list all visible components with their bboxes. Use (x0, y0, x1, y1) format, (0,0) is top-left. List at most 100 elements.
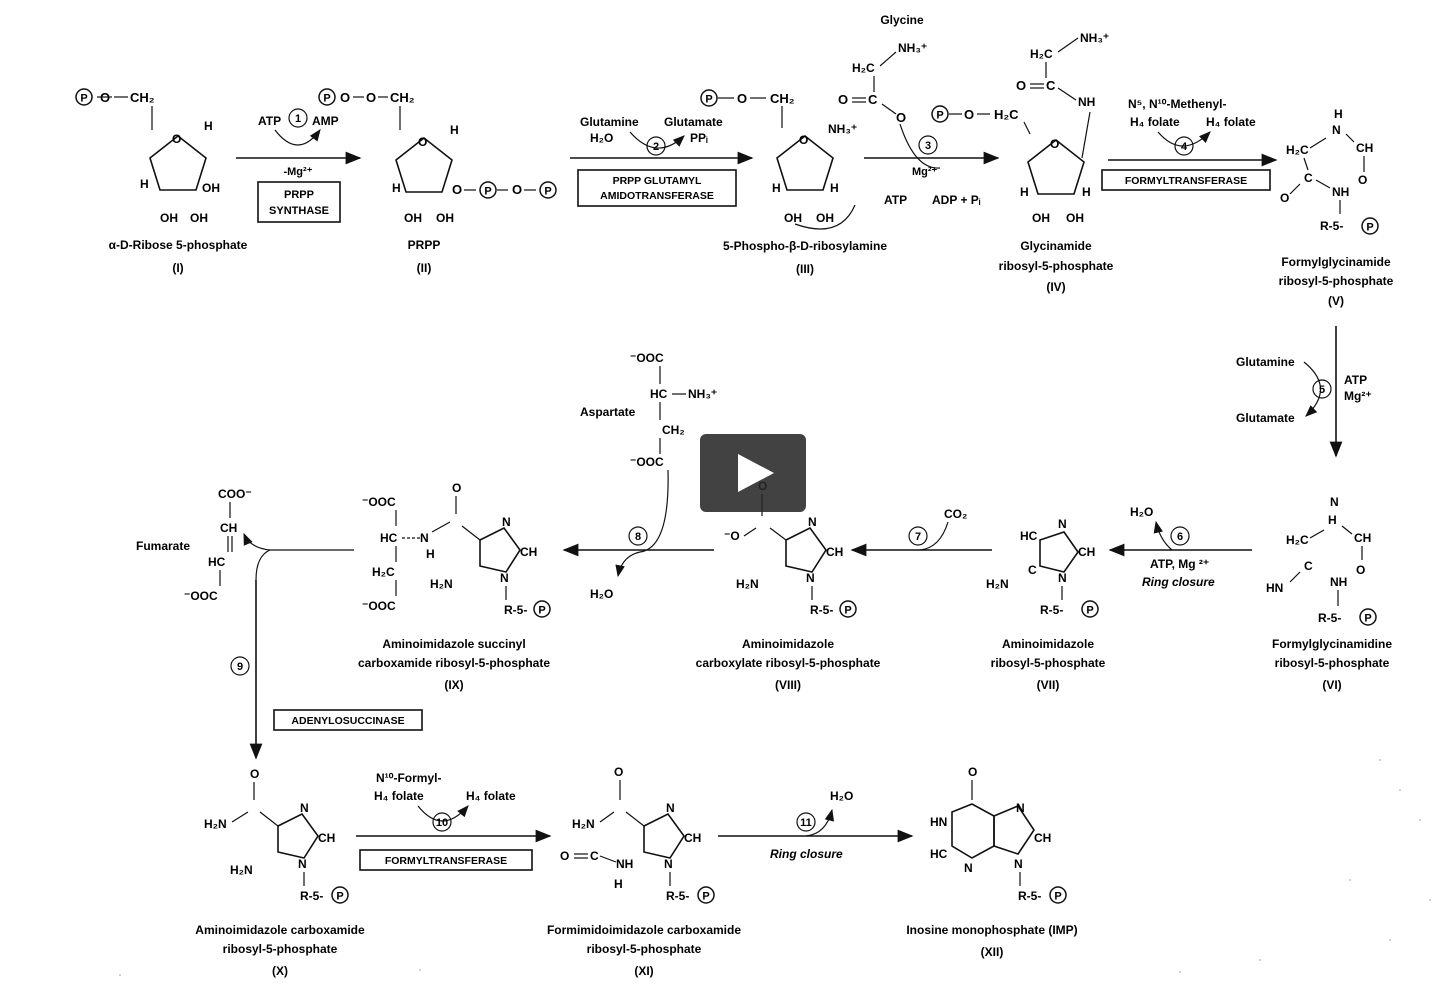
step-4: N⁵, N¹⁰-Methenyl- H₄ folate H₄ folate 4 … (1101, 97, 1278, 191)
svg-text:8: 8 (635, 531, 641, 543)
svg-text:Glutamine: Glutamine (580, 115, 639, 129)
svg-text:R-5-: R-5- (810, 603, 833, 617)
svg-text:carboxylate ribosyl-5-phosphat: carboxylate ribosyl-5-phosphate (696, 656, 881, 670)
svg-text:C: C (1304, 171, 1313, 185)
svg-text:NH: NH (1332, 185, 1349, 199)
compound-numeral: (II) (417, 261, 432, 275)
svg-text:H: H (1328, 513, 1337, 527)
svg-text:9: 9 (237, 661, 243, 673)
svg-text:CH: CH (826, 545, 843, 559)
svg-text:PRPP: PRPP (284, 189, 314, 201)
svg-text:R-5-: R-5- (1320, 219, 1343, 233)
svg-text:CH₂: CH₂ (770, 91, 795, 106)
svg-text:O: O (512, 182, 522, 197)
svg-text:CH: CH (520, 545, 537, 559)
svg-text:N: N (420, 531, 429, 545)
svg-text:O: O (452, 182, 462, 197)
svg-text:N: N (806, 571, 815, 585)
svg-text:ADENYLOSUCCINASE: ADENYLOSUCCINASE (291, 715, 404, 727)
svg-text:N: N (1014, 857, 1023, 871)
svg-text:1: 1 (295, 113, 301, 125)
svg-text:OH: OH (784, 211, 802, 225)
step-3: Glycine NH₃⁺ H₂C O C O 3 Mg²⁺ ATP ADP + … (838, 13, 1000, 207)
svg-text:OH: OH (1032, 211, 1050, 225)
svg-text:HC: HC (650, 387, 668, 401)
svg-text:C: C (590, 849, 599, 863)
svg-text:CO₂: CO₂ (944, 507, 967, 521)
svg-text:H: H (392, 181, 401, 195)
svg-text:OH: OH (816, 211, 834, 225)
svg-text:H₄ folate: H₄ folate (1206, 115, 1256, 129)
svg-text:H₂O: H₂O (590, 131, 613, 145)
svg-text:N: N (1332, 123, 1341, 137)
svg-text:NH: NH (1330, 575, 1347, 589)
svg-text:CH: CH (684, 831, 701, 845)
svg-text:NH: NH (1078, 95, 1095, 109)
svg-text:H₂N: H₂N (230, 863, 253, 877)
svg-text:ATP: ATP (258, 114, 281, 128)
compound-name: Aminoimidazole (742, 637, 834, 651)
svg-text:H: H (772, 181, 781, 195)
svg-text:CH₂: CH₂ (662, 423, 685, 437)
svg-text:2: 2 (653, 141, 659, 153)
svg-text:Ring closure: Ring closure (770, 847, 843, 861)
svg-text:H: H (140, 177, 149, 191)
svg-text:ribosyl-5-phosphate: ribosyl-5-phosphate (1275, 656, 1390, 670)
svg-text:O: O (560, 849, 569, 863)
svg-text:O: O (1016, 78, 1026, 93)
svg-text:AMIDOTRANSFERASE: AMIDOTRANSFERASE (600, 190, 714, 202)
svg-text:Ring closure: Ring closure (1142, 575, 1215, 589)
svg-text:H: H (204, 119, 213, 133)
compound-numeral: (XII) (981, 945, 1004, 959)
svg-text:NH₃⁺: NH₃⁺ (828, 122, 857, 136)
svg-text:H₄ folate: H₄ folate (374, 789, 424, 803)
svg-text:OH: OH (160, 211, 178, 225)
scan-noise (119, 759, 1431, 976)
svg-text:O: O (340, 90, 350, 105)
compound-name: α-D-Ribose 5-phosphate (109, 238, 248, 252)
svg-text:PRPP GLUTAMYL: PRPP GLUTAMYL (613, 175, 702, 187)
svg-text:C: C (1046, 78, 1056, 93)
svg-text:N: N (1016, 801, 1025, 815)
svg-text:ATP: ATP (884, 193, 907, 207)
step-5: Glutamine Glutamate 5 ATP Mg²⁺ (1236, 326, 1372, 458)
svg-text:CH: CH (1354, 531, 1371, 545)
svg-text:CH₂: CH₂ (130, 90, 155, 105)
svg-text:O: O (1050, 137, 1059, 151)
play-button[interactable] (700, 434, 806, 512)
compound-name: Formylglycinamidine (1272, 637, 1392, 651)
step-10: N¹⁰-Formyl- H₄ folate H₄ folate 10 FORMY… (356, 771, 552, 871)
svg-text:HC: HC (380, 531, 398, 545)
svg-text:ATP, Mg ²⁺: ATP, Mg ²⁺ (1150, 557, 1209, 571)
svg-text:CH: CH (318, 831, 335, 845)
svg-text:N⁵, N¹⁰-Methenyl-: N⁵, N¹⁰-Methenyl- (1128, 97, 1226, 111)
svg-text:H: H (614, 877, 623, 891)
svg-text:N: N (666, 801, 675, 815)
svg-text:N: N (500, 571, 509, 585)
svg-text:N: N (664, 857, 673, 871)
svg-text:O: O (1358, 173, 1367, 187)
svg-text:H₂O: H₂O (830, 789, 853, 803)
svg-text:ribosyl-5-phosphate: ribosyl-5-phosphate (1279, 274, 1394, 288)
svg-text:ATP: ATP (1344, 373, 1367, 387)
step-8: ⁻OOC HC NH₃⁺ CH₂ ⁻OOC Aspartate 8 H₂O (562, 351, 717, 601)
compound-saicar: ⁻OOC HC N H O N CH N H₂N H₂C ⁻OOC R-5- A… (358, 481, 551, 692)
svg-text:O: O (366, 90, 376, 105)
svg-text:O: O (172, 132, 181, 146)
step-6: H₂O 6 ATP, Mg ²⁺ Ring closure (1108, 505, 1252, 589)
svg-text:N: N (1058, 517, 1067, 531)
step-1: ATP AMP 1 -Mg²⁺ PRPP SYNTHASE (236, 108, 362, 223)
svg-text:H₂C: H₂C (1030, 47, 1053, 61)
svg-text:H: H (1082, 185, 1091, 199)
svg-text:NH₃⁺: NH₃⁺ (688, 387, 717, 401)
svg-text:N: N (1330, 495, 1339, 509)
svg-text:NH: NH (616, 857, 633, 871)
svg-text:ADP + Pᵢ: ADP + Pᵢ (932, 193, 981, 207)
svg-text:H: H (426, 547, 435, 561)
svg-text:R-5-: R-5- (300, 889, 323, 903)
compound-numeral: (V) (1328, 294, 1344, 308)
compound-name: Formylglycinamide (1281, 255, 1391, 269)
svg-text:Aspartate: Aspartate (580, 405, 636, 419)
svg-text:FORMYLTRANSFERASE: FORMYLTRANSFERASE (1125, 175, 1247, 187)
